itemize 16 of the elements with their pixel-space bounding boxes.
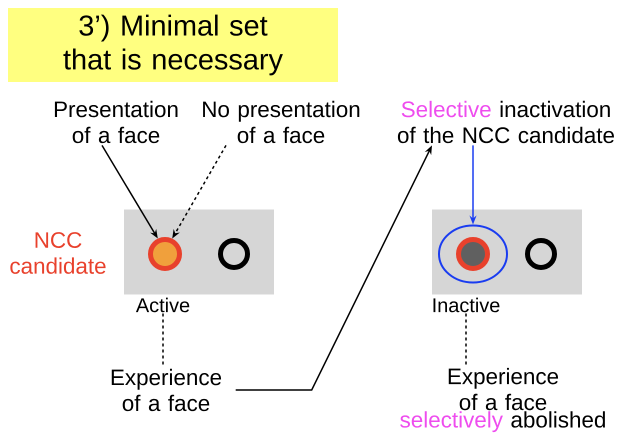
candidate-label: NCC candidate	[10, 232, 106, 274]
caption-text: Experience of a face selectively abolished	[400, 368, 605, 432]
neuron-circle	[148, 237, 182, 271]
neuron-circle	[456, 237, 490, 271]
caption-text: No presentation of a face	[203, 100, 360, 144]
caption-text: Selective inactivation of the NCC candidate	[398, 100, 614, 144]
caption-text: Presentation of a face	[54, 100, 178, 144]
leader-line	[465, 314, 467, 366]
state-label: Inactive	[434, 298, 500, 312]
neuron-circle	[525, 238, 557, 270]
caption-text: Experience of a face	[112, 368, 222, 412]
selection-ellipse	[438, 224, 508, 284]
neuron-circle	[218, 238, 250, 270]
leader-line	[162, 314, 164, 367]
title-box: 3’) Minimal set that is necessary	[8, 8, 338, 82]
state-label: Active	[136, 298, 190, 312]
